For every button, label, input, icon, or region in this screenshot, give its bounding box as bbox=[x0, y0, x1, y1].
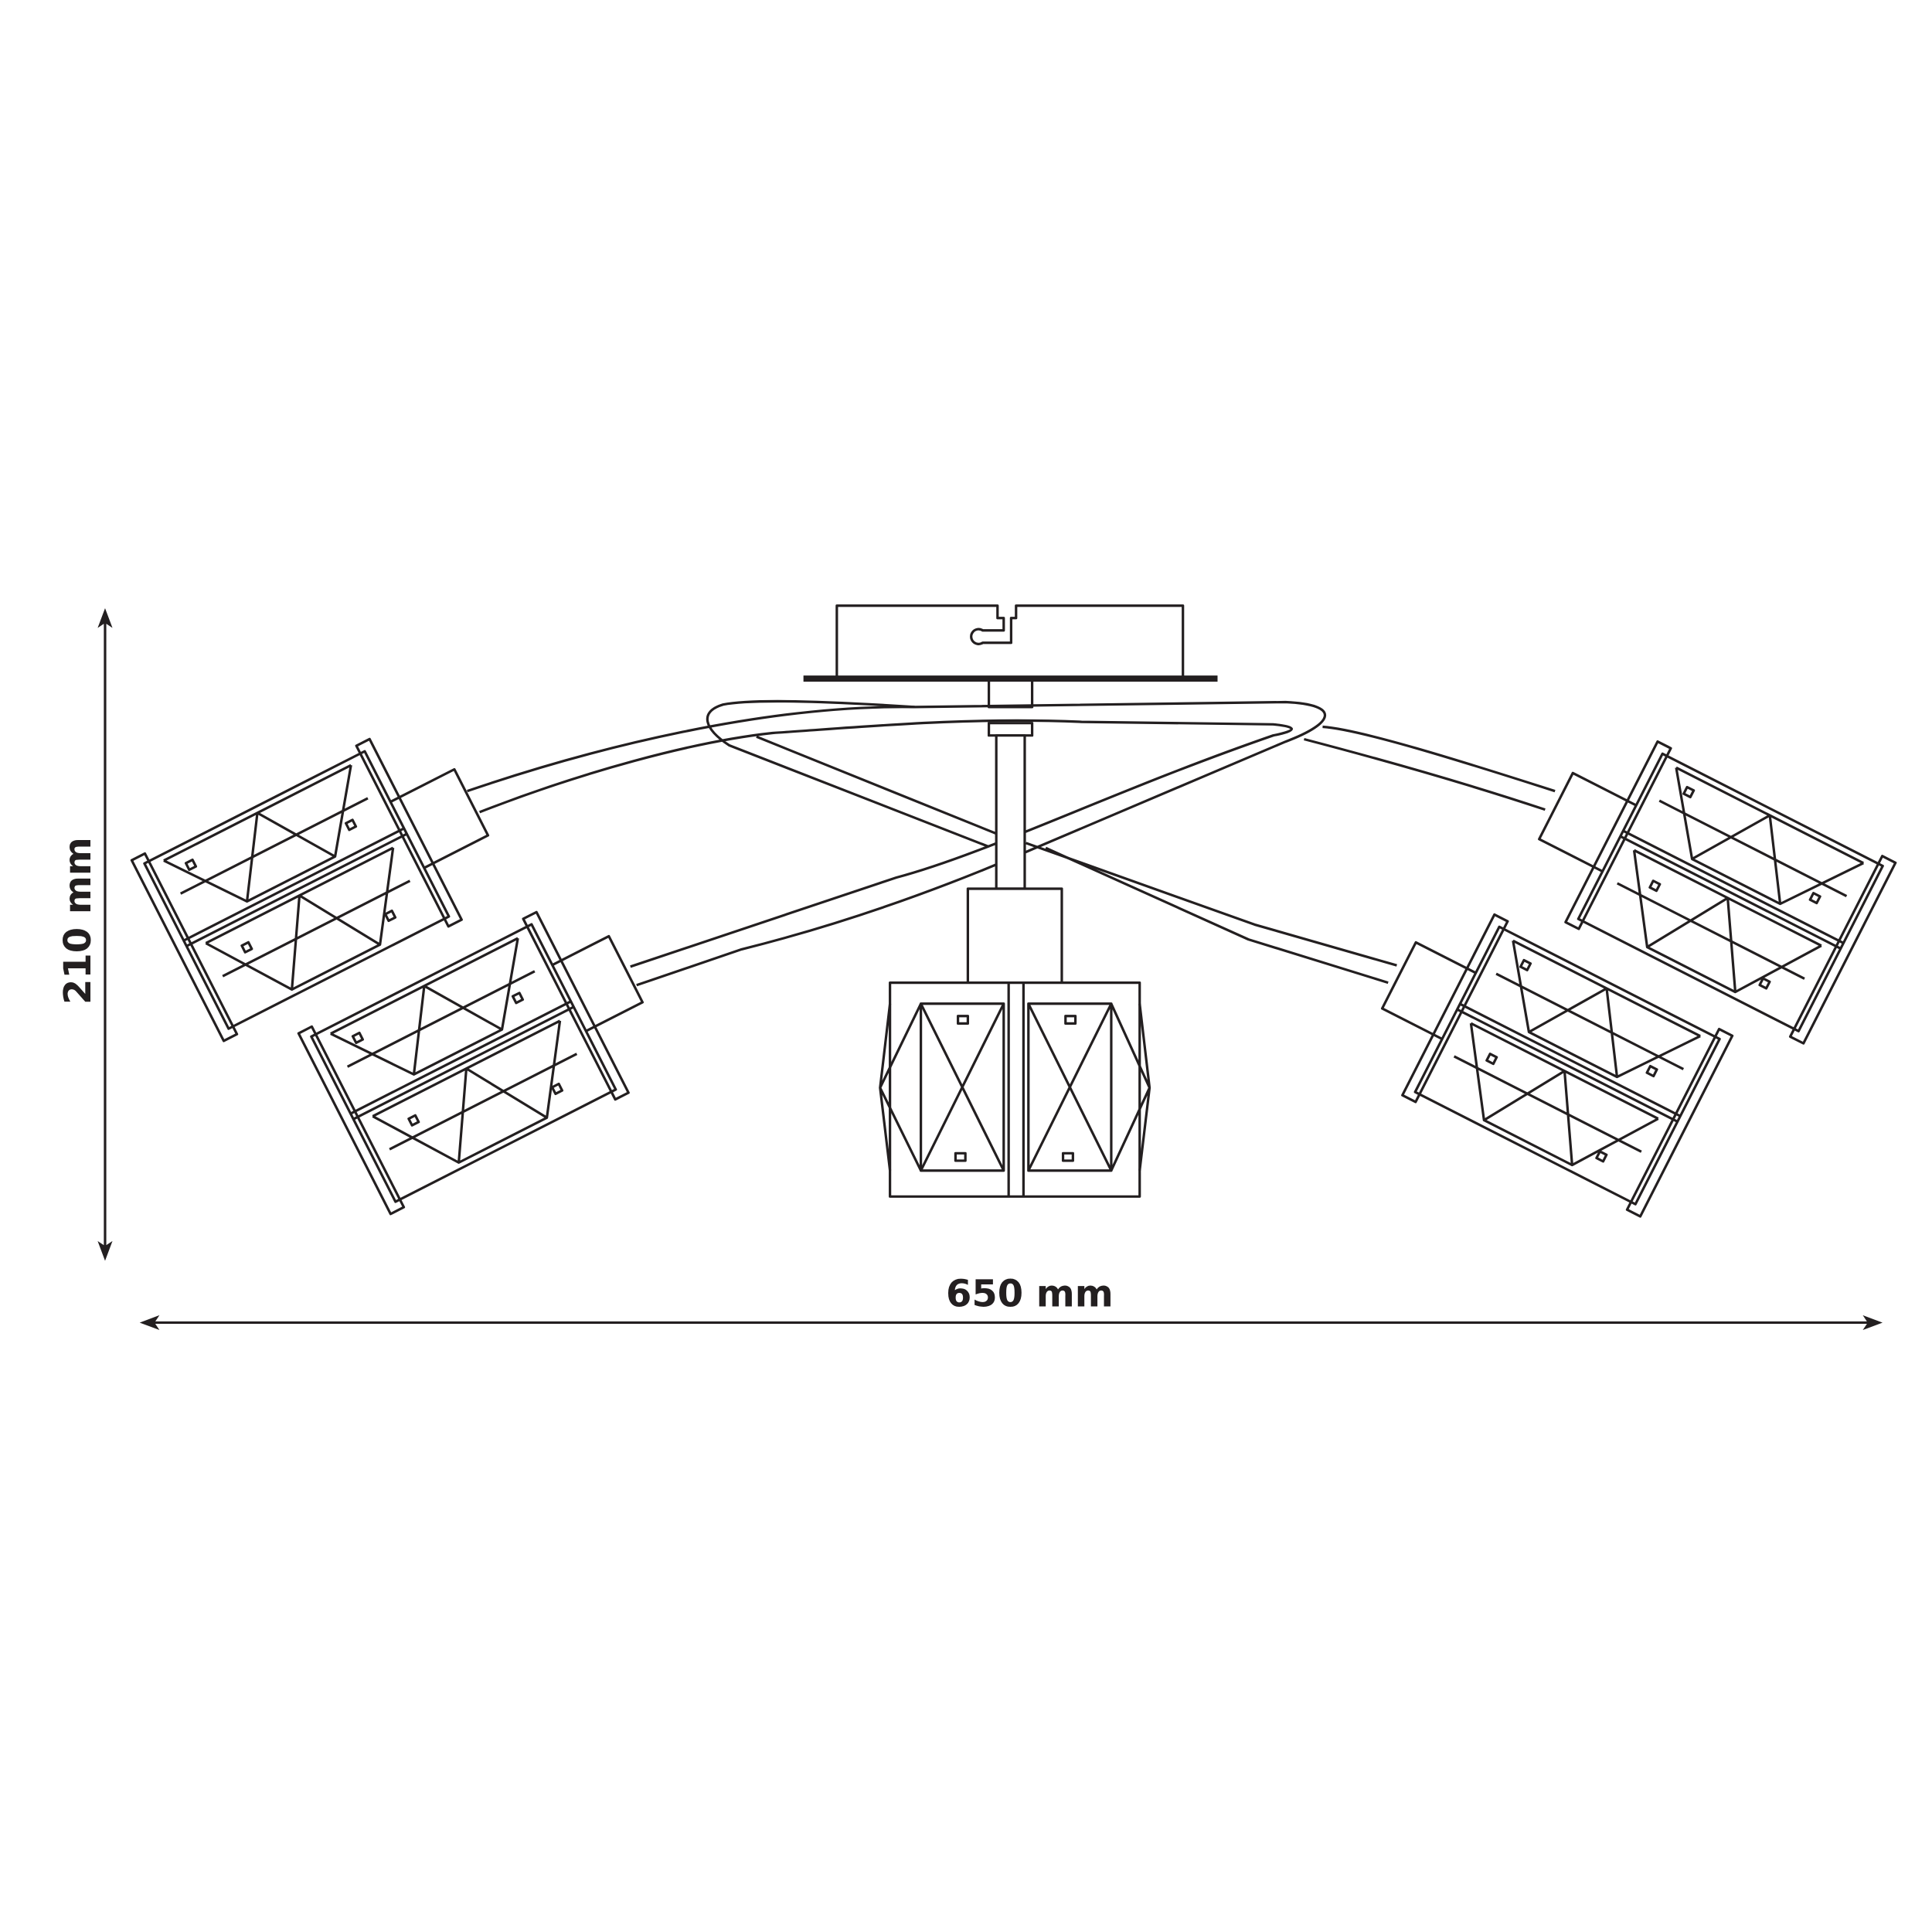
shade-center bbox=[879, 981, 1151, 1198]
width-label: 650 mm bbox=[946, 1273, 1114, 1316]
height-label: 210 mm bbox=[56, 837, 100, 1005]
lamp-arms bbox=[467, 699, 1556, 987]
ceiling-canopy bbox=[803, 604, 1218, 709]
width-dimension: 650 mm bbox=[139, 1273, 1883, 1331]
height-dimension: 210 mm bbox=[56, 607, 113, 1261]
